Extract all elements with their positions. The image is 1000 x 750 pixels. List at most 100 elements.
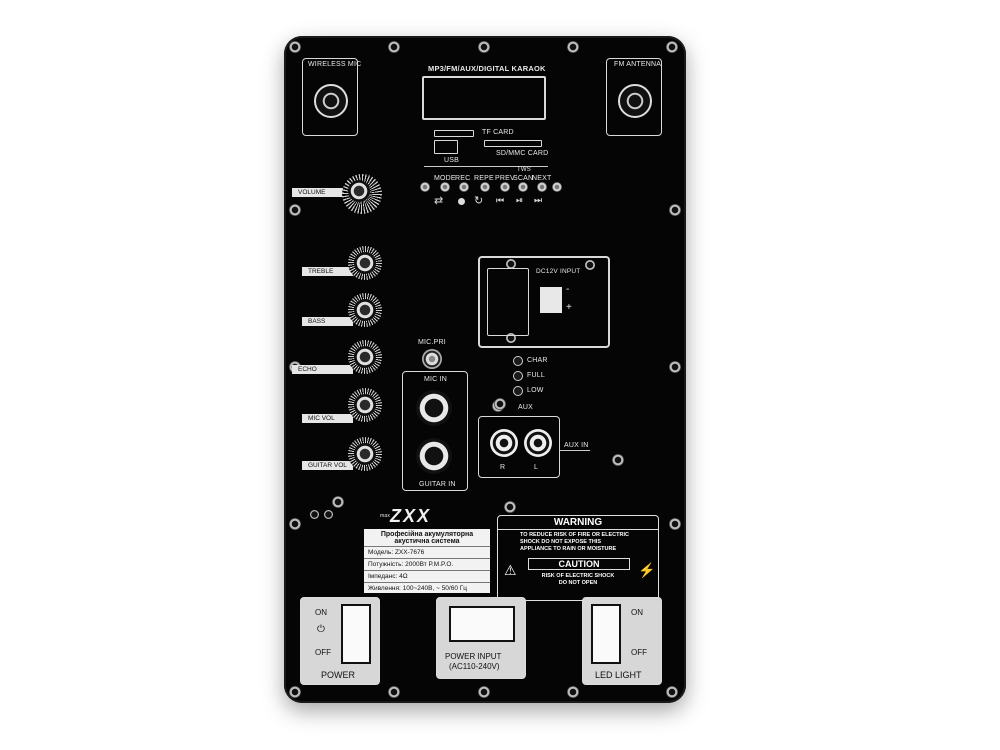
aux-r-jack[interactable] [490, 429, 518, 457]
guitar-in-jack[interactable] [416, 438, 452, 474]
screw [567, 686, 579, 698]
repe-button[interactable] [480, 182, 490, 192]
tws-label: TWS [517, 167, 531, 173]
divider-line [424, 166, 548, 167]
caution-line-2: DO NOT OPEN [558, 580, 598, 586]
aux-label: AUX [518, 404, 533, 411]
volume-tag: VOLUME [292, 188, 353, 197]
fm-antenna-port[interactable] [606, 58, 662, 136]
spec-info-box: Професійна акумуляторна акустична систем… [364, 529, 490, 593]
info-row-power: Потужність: 2000Вт P.M.P.O. [364, 558, 490, 570]
screw [506, 333, 516, 343]
mode-button-2[interactable] [440, 182, 450, 192]
guitar-in-label: GUITAR IN [419, 481, 456, 488]
aux-input-panel [478, 416, 560, 478]
full-led [513, 371, 523, 381]
info-title-2: акустична система [394, 538, 460, 545]
dc12v-socket[interactable] [487, 268, 529, 336]
prev-button[interactable] [500, 182, 510, 192]
guitar-vol-knob[interactable] [348, 437, 382, 471]
wireless-mic-label: WIRELESS MIC [308, 61, 362, 68]
mic-pri-label: MIC.PRI [418, 339, 446, 346]
caution-line-1: RISK OF ELECTRIC SHOCK [541, 573, 615, 579]
led-off-label: OFF [631, 648, 647, 657]
info-title-1: Професійна акумуляторна [380, 531, 474, 538]
power-rocker-switch[interactable] [341, 604, 371, 664]
button-label-repe: REPE [474, 175, 494, 182]
aux-in-line [560, 450, 590, 451]
input-jacks-panel [402, 371, 468, 491]
low-led-label: LOW [527, 387, 544, 394]
led-light-rocker-switch[interactable] [591, 604, 621, 664]
char-led [513, 356, 523, 366]
prev-icon: ⏮ [496, 195, 505, 205]
screw [506, 259, 516, 269]
next-icon: ⏭ [534, 195, 543, 205]
usb-port[interactable] [434, 140, 458, 154]
screw [388, 41, 400, 53]
hole [310, 510, 319, 519]
amplifier-panel: WIRELESS MIC FM ANTENNA MP3/FM/AUX/DIGIT… [284, 36, 686, 703]
power-off-label: OFF [315, 648, 331, 657]
antenna-connector-icon [314, 84, 348, 118]
volume-knob[interactable] [342, 174, 382, 214]
aux-l-jack[interactable] [524, 429, 552, 457]
warning-line-2: SHOCK DO NOT EXPOSE THIS [520, 539, 601, 545]
led-light-label: LED LIGHT [595, 670, 642, 680]
extra-button[interactable] [552, 182, 562, 192]
info-row-supply: Живлення: 100~240В, ~ 50/60 Гц [364, 582, 490, 594]
brand-logo: ZXX [390, 506, 432, 526]
play-pause-icon: ⏯ [516, 195, 524, 205]
lcd-display [422, 76, 546, 120]
dc-connector-icon [540, 287, 562, 313]
sd-mmc-slot[interactable] [484, 140, 542, 147]
button-label-scan: SCAN [513, 175, 534, 182]
tf-card-label: TF CARD [482, 129, 514, 136]
aux-in-label: AUX IN [564, 442, 589, 449]
rec-button[interactable] [459, 182, 469, 192]
bass-knob[interactable] [348, 293, 382, 327]
treble-knob[interactable] [348, 246, 382, 280]
power-on-label: ON [315, 608, 327, 617]
mic-in-label: MIC IN [424, 376, 447, 383]
aux-screw [494, 398, 506, 410]
scan-button[interactable] [518, 182, 528, 192]
screw [289, 686, 301, 698]
mode-button[interactable] [420, 182, 430, 192]
wireless-mic-port[interactable] [302, 58, 358, 136]
screw [478, 41, 490, 53]
hole [332, 496, 344, 508]
screw [669, 518, 681, 530]
warning-title: WARNING [553, 517, 603, 528]
screw [669, 204, 681, 216]
screw [666, 41, 678, 53]
low-led [513, 386, 523, 396]
tf-card-slot[interactable] [434, 130, 474, 137]
dc12v-label: DC12V INPUT [536, 268, 581, 275]
guitar-vol-tag: GUITAR VOL [302, 461, 353, 470]
hole [504, 501, 516, 513]
power-input-socket[interactable] [449, 606, 515, 642]
button-label-next: NEXT [532, 175, 552, 182]
power-symbol-icon: ⏻ [317, 624, 325, 635]
echo-tag: ECHO [292, 365, 353, 374]
next-button[interactable] [537, 182, 547, 192]
mic-in-jack[interactable] [416, 390, 452, 426]
treble-tag: TREBLE [302, 267, 353, 276]
mic-vol-knob[interactable] [348, 388, 382, 422]
power-input-panel: POWER INPUT (AC110-240V) [436, 597, 526, 679]
usb-label: USB [444, 157, 459, 164]
screw [567, 41, 579, 53]
brand-prefix: max [380, 513, 391, 519]
screw [666, 686, 678, 698]
led-on-label: ON [631, 608, 643, 617]
dc12v-input-panel[interactable] [478, 256, 610, 348]
mic-pri-button[interactable] [422, 349, 442, 369]
power-switch-panel: ON ⏻ OFF POWER [300, 597, 380, 685]
char-led-label: CHAR [527, 357, 548, 364]
aux-l-label: L [534, 464, 539, 471]
sd-mmc-label: SD/MMC CARD [496, 150, 549, 157]
echo-knob[interactable] [348, 340, 382, 374]
info-row-impedance: Імпеданс: 4Ω [364, 570, 490, 582]
hole [324, 510, 333, 519]
